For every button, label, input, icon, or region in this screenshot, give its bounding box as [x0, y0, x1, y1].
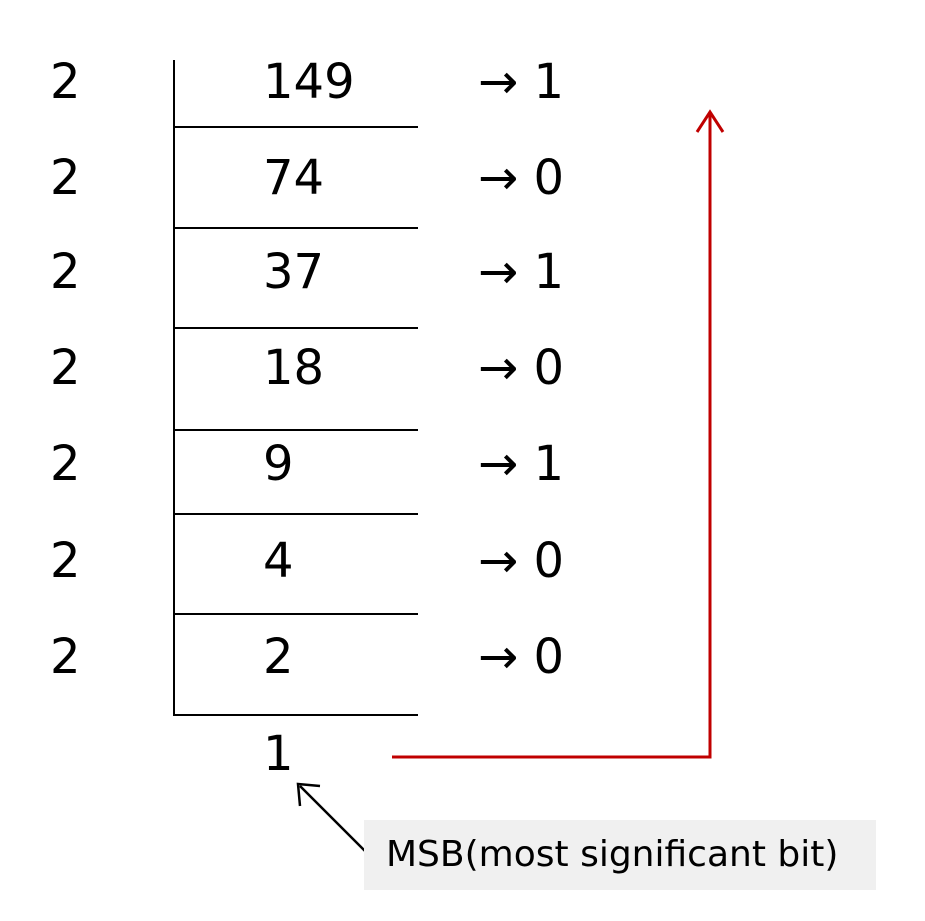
quotient-row-7: 2	[263, 629, 294, 685]
divisor-row-5: 2	[50, 436, 81, 492]
remainder-row-5: → 1	[478, 436, 565, 492]
msb-pointer-arrowhead	[296, 782, 321, 807]
divisor-row-6: 2	[50, 533, 81, 589]
divisor-row-4: 2	[50, 340, 81, 396]
division-line-4	[173, 429, 418, 431]
msb-note: MSB(most significant bit)	[364, 820, 876, 890]
divisor-row-3: 2	[50, 244, 81, 300]
division-line-1	[173, 126, 418, 128]
remainder-row-3: → 1	[478, 244, 565, 300]
read-order-arrowhead	[695, 109, 725, 133]
division-line-5	[173, 513, 418, 515]
remainder-row-4: → 0	[478, 340, 565, 396]
division-line-6	[173, 613, 418, 615]
division-line-3	[173, 327, 418, 329]
division-line-7	[173, 714, 418, 716]
read-order-arrow	[392, 114, 712, 759]
quotient-row-2: 74	[263, 150, 325, 206]
final-quotient: 1	[263, 726, 294, 782]
quotient-row-4: 18	[263, 340, 325, 396]
quotient-row-6: 4	[263, 533, 294, 589]
division-line-2	[173, 227, 418, 229]
division-vertical-line	[173, 60, 175, 716]
remainder-row-6: → 0	[478, 533, 565, 589]
divisor-row-2: 2	[50, 150, 81, 206]
divisor-row-1: 2	[50, 54, 81, 110]
quotient-row-5: 9	[263, 436, 294, 492]
msb-pointer-arrow	[299, 785, 367, 853]
quotient-row-3: 37	[263, 244, 325, 300]
remainder-row-1: → 1	[478, 54, 565, 110]
remainder-row-7: → 0	[478, 629, 565, 685]
remainder-row-2: → 0	[478, 150, 565, 206]
quotient-row-1: 149	[263, 54, 355, 110]
divisor-row-7: 2	[50, 629, 81, 685]
